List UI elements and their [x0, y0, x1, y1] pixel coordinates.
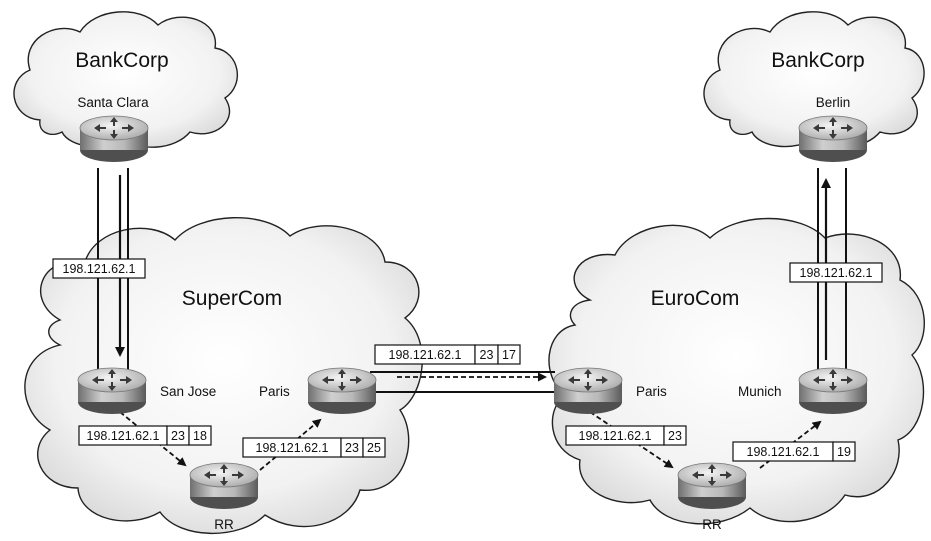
bankcorp-right-label: BankCorp [771, 49, 864, 72]
san-jose-label: San Jose [160, 384, 216, 399]
packet-cell [497, 344, 521, 365]
packet-munich-to-berlin: 198.121.62.1 [789, 262, 883, 283]
router-icon-santa-clara [79, 115, 149, 163]
packet-cell-text: 23 [171, 429, 185, 443]
packet-cell-text: 25 [367, 441, 381, 455]
packet-inter-as: 198.121.62.1 23 17 [374, 344, 521, 365]
router-icon-paris-supercom [307, 367, 377, 415]
bankcorp-left-label: BankCorp [75, 49, 168, 72]
packet-cell-text: 198.121.62.1 [87, 429, 160, 443]
berlin-label: Berlin [816, 95, 851, 110]
packet-cell [832, 441, 856, 462]
santa-clara-label: Santa Clara [77, 95, 149, 110]
rr-eurocom-label: RR [702, 517, 722, 532]
packet-cell-text: 198.121.62.1 [800, 266, 873, 280]
packet-cell [663, 425, 687, 446]
packet-cell-text: 19 [837, 445, 851, 459]
packet-cell-text: 198.121.62.1 [63, 262, 136, 276]
packet-cell-text: 18 [193, 429, 207, 443]
packet-rr-to-paris: 198.121.62.1 23 25 [242, 437, 386, 458]
rr-paris-arrow [259, 418, 322, 471]
supercom-label: SuperCom [182, 287, 282, 310]
packet-cell-text: 198.121.62.1 [579, 429, 652, 443]
paris-supercom-label: Paris [259, 384, 290, 399]
packet-cell-text: 17 [502, 348, 516, 362]
router-icon-berlin [798, 115, 868, 163]
router-icon-munich [798, 367, 868, 415]
inter-as-link [370, 371, 555, 393]
packet-cell-text: 198.121.62.1 [747, 445, 820, 459]
packet-cell-text: 23 [345, 441, 359, 455]
packet-cell-text: 198.121.62.1 [256, 441, 329, 455]
packet-cell [789, 262, 883, 283]
packet-cell [52, 258, 146, 279]
router-icon-paris-eurocom [553, 367, 623, 415]
packet-cell [362, 437, 386, 458]
bankcorp-right-cloud [703, 11, 925, 148]
packet-rr-to-munich: 198.121.62.1 19 [732, 441, 856, 462]
packet-cell-text: 198.121.62.1 [389, 348, 462, 362]
router-icon-rr-supercom [189, 462, 259, 510]
packet-sj-to-rr: 198.121.62.1 23 18 [78, 425, 212, 446]
packet-paris-to-rr-eu: 198.121.62.1 23 [565, 425, 687, 446]
eurocom-label: EuroCom [651, 287, 740, 310]
packet-sc-to-sj: 198.121.62.1 [52, 258, 146, 279]
packet-cell [188, 425, 212, 446]
paris-eurocom-label: Paris [636, 384, 667, 399]
router-icon-rr-eurocom [677, 462, 747, 510]
packet-cell-text: 23 [668, 429, 682, 443]
router-icon-san-jose [77, 367, 147, 415]
packet-cell-text: 23 [480, 348, 494, 362]
rr-supercom-label: RR [214, 517, 234, 532]
munich-label: Munich [738, 384, 782, 399]
